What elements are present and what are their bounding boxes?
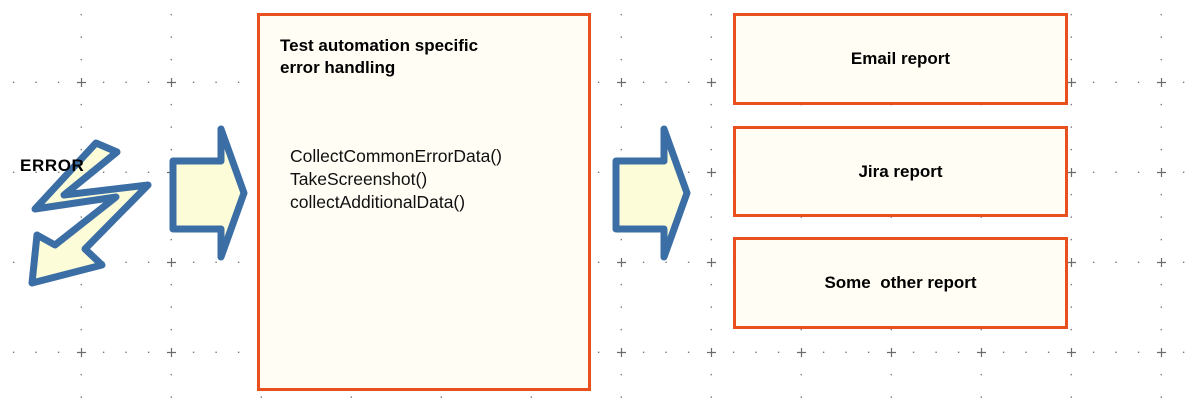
flow-arrow-right-icon bbox=[612, 125, 691, 261]
lightning-bolt-icon bbox=[28, 139, 152, 287]
code-line: collectAdditionalData() bbox=[290, 192, 466, 212]
code-line: CollectCommonErrorData() bbox=[290, 146, 502, 166]
error-label: ERROR bbox=[20, 156, 85, 175]
error-handling-box: Test automation specific error handling … bbox=[257, 13, 591, 391]
report-box-email: Email report bbox=[733, 13, 1068, 105]
report-box-jira: Jira report bbox=[733, 126, 1068, 217]
block-arrow-shape bbox=[612, 125, 691, 261]
flow-arrow-right-icon bbox=[169, 125, 248, 261]
block-arrow-shape bbox=[169, 125, 248, 261]
report-box-some-other: Some other report bbox=[733, 237, 1068, 329]
title-line-2: error handling bbox=[280, 58, 396, 77]
error-handling-code-lines: CollectCommonErrorData() TakeScreenshot(… bbox=[290, 145, 582, 214]
report-label: Email report bbox=[850, 49, 951, 68]
lightning-bolt-shape bbox=[28, 139, 152, 287]
report-label: Jira report bbox=[858, 161, 943, 181]
code-line: TakeScreenshot() bbox=[290, 169, 428, 189]
error-handling-title: Test automation specific error handling bbox=[280, 35, 570, 79]
title-line-1: Test automation specific bbox=[280, 36, 479, 55]
report-label: Some other report bbox=[824, 273, 977, 292]
